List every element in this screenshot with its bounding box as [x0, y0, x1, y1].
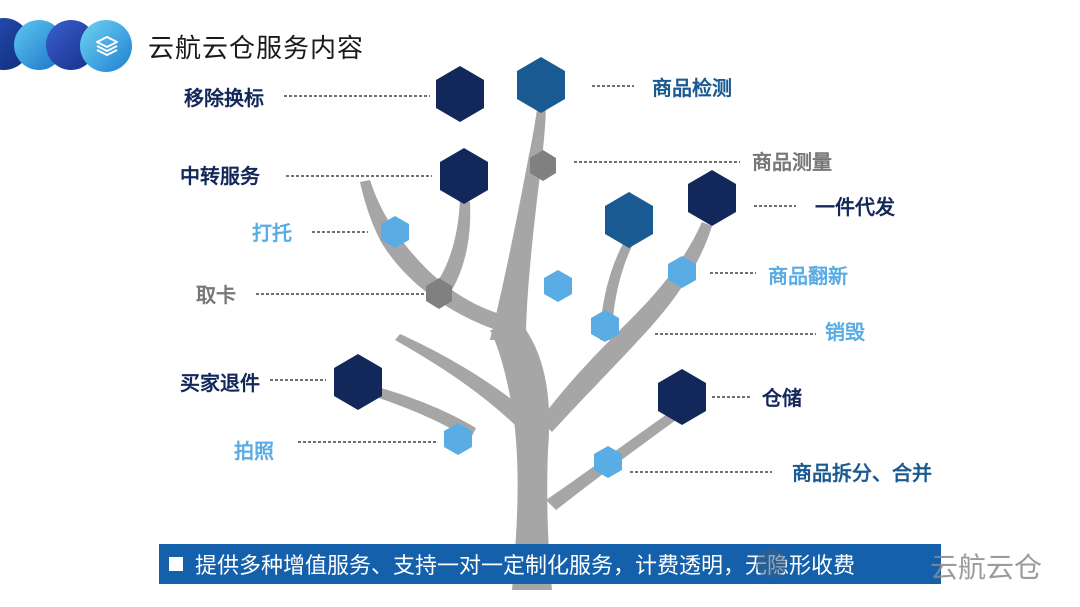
label-dropshipping: 一件代发: [815, 195, 895, 219]
hex-node: [594, 446, 622, 478]
connector-lines: [256, 85, 816, 473]
hex-node: [688, 170, 736, 226]
watermark-logo-icon: [756, 548, 786, 578]
layers-icon: [96, 36, 118, 56]
hexagons: [334, 57, 736, 478]
label-product-split-merge: 商品拆分、合并: [792, 461, 932, 485]
stem-center: [490, 100, 546, 340]
trunk: [490, 330, 552, 590]
hex-node: [517, 57, 565, 113]
hex-node: [444, 423, 472, 455]
branch-left-sub: [430, 200, 471, 302]
hex-node: [658, 369, 706, 425]
hex-node: [436, 66, 484, 122]
label-product-measurement: 商品测量: [752, 150, 832, 174]
hex-node: [440, 148, 488, 204]
banner-text: 提供多种增值服务、支持一对一定制化服务，计费透明，无隐形收费: [195, 554, 856, 579]
label-card-removal: 取卡: [196, 283, 236, 307]
hex-node: [381, 216, 409, 248]
label-product-inspection: 商品检测: [652, 76, 732, 100]
page-title: 云航云仓服务内容: [148, 34, 365, 64]
hex-node: [530, 150, 556, 181]
hex-node: [668, 256, 696, 288]
hex-node: [605, 192, 653, 248]
watermark: 云航云仓: [930, 551, 1043, 584]
hex-node: [334, 354, 382, 410]
summary-banner: 提供多种增值服务、支持一对一定制化服务，计费透明，无隐形收费: [159, 544, 941, 584]
hex-node: [591, 310, 619, 342]
label-palletizing: 打托: [252, 221, 292, 245]
hex-node: [544, 270, 572, 302]
label-remove-relabel: 移除换标: [184, 86, 264, 110]
hex-node: [426, 278, 452, 309]
label-warehousing: 仓储: [762, 386, 802, 410]
branch-lower-left: [395, 334, 530, 430]
label-buyer-returns: 买家退件: [180, 371, 260, 395]
banner-bullet-icon: [169, 557, 183, 571]
label-product-refurbish: 商品翻新: [768, 264, 848, 288]
label-destruction: 销毁: [825, 320, 865, 344]
branch-right-upper: [540, 222, 712, 432]
label-photography: 拍照: [234, 439, 274, 463]
label-transit-service: 中转服务: [180, 164, 260, 188]
branch-buyer-return: [370, 386, 476, 440]
branch-left: [360, 180, 500, 330]
